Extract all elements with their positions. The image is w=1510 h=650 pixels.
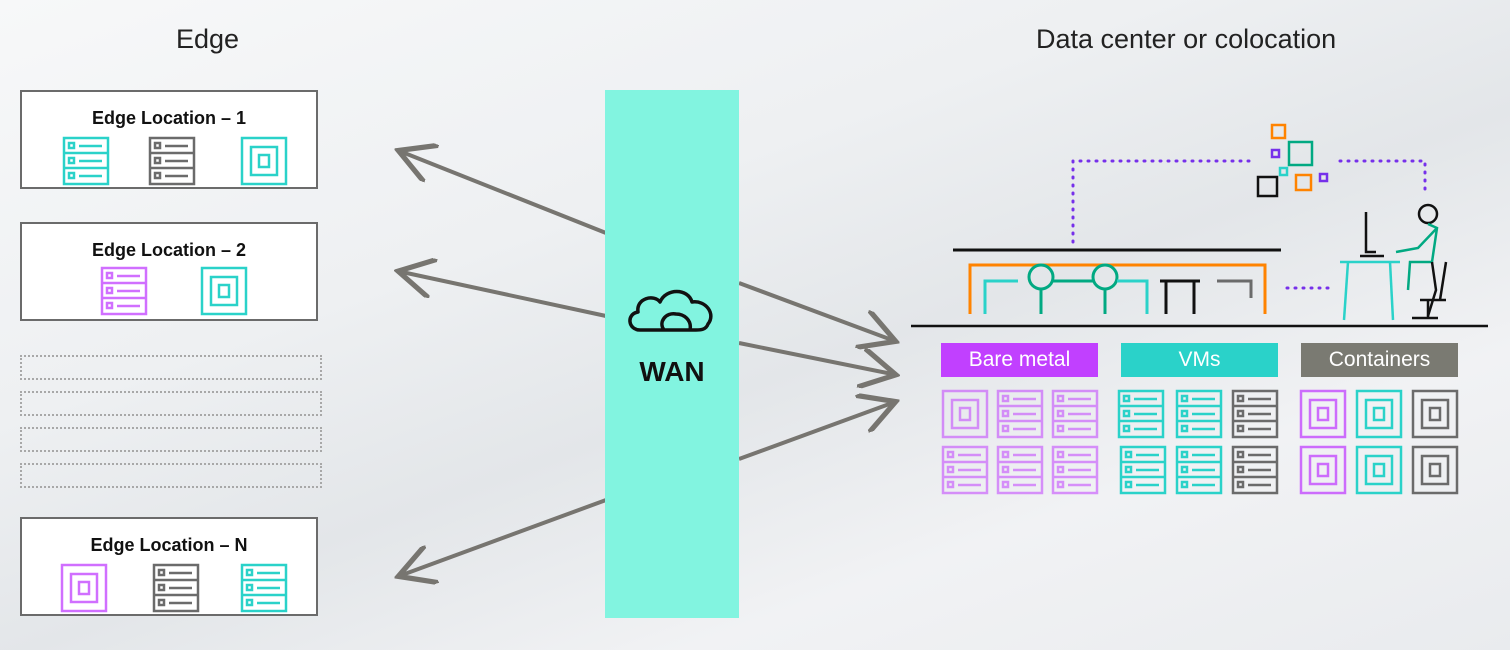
datacenter-heading: Data center or colocation: [1036, 24, 1337, 54]
server-icon: [996, 389, 1044, 439]
container-icon: [1299, 445, 1347, 495]
server-icon: [1051, 389, 1099, 439]
edge-heading: Edge: [176, 24, 240, 54]
edge-location-1-box: Edge Location – 1: [20, 90, 318, 189]
container-icon: [240, 136, 288, 186]
square-icon: [1270, 148, 1281, 159]
server-icon: [1117, 389, 1165, 439]
placeholder-location: [20, 391, 322, 416]
containers-label: Containers: [1301, 343, 1458, 377]
placeholder-location: [20, 427, 322, 452]
square-icon: [1294, 173, 1313, 192]
container-icon: [200, 266, 248, 316]
server-icon: [148, 136, 196, 186]
server-icon: [1231, 389, 1279, 439]
arrow-to-datacenter-2: [738, 341, 892, 374]
square-icon: [1287, 140, 1314, 167]
server-icon: [1175, 445, 1223, 495]
edge-location-2-title: Edge Location – 2: [91, 240, 247, 260]
square-icon: [1256, 175, 1279, 198]
wan-label: WAN: [639, 356, 705, 387]
square-icon: [1318, 172, 1329, 183]
server-icon: [996, 445, 1044, 495]
server-icon: [100, 266, 148, 316]
server-icon: [1231, 445, 1279, 495]
container-icon: [1355, 389, 1403, 439]
container-icon: [1411, 389, 1459, 439]
square-icon: [1278, 166, 1289, 177]
server-icon: [1175, 389, 1223, 439]
placeholder-location: [20, 355, 322, 380]
placeholder-location: [20, 463, 322, 488]
arrow-to-datacenter-1: [738, 281, 892, 340]
arrow-to-datacenter-3: [738, 403, 892, 461]
edge-location-n-box: Edge Location – N: [20, 517, 318, 616]
container-icon: [1299, 389, 1347, 439]
server-icon: [1051, 445, 1099, 495]
vms-label: VMs: [1121, 343, 1278, 377]
square-icon: [1270, 123, 1287, 140]
cloud-icon: [628, 289, 713, 332]
edge-location-n-title: Edge Location – N: [90, 535, 248, 555]
arrow-to-edge-n: [402, 498, 607, 575]
container-icon: [941, 389, 989, 439]
edge-location-1-title: Edge Location – 1: [91, 108, 247, 128]
arrow-to-edge-1: [402, 152, 607, 235]
container-icon: [1355, 445, 1403, 495]
server-icon: [62, 136, 110, 186]
container-icon: [60, 563, 108, 613]
server-icon: [240, 563, 288, 613]
bare-metal-label: Bare metal: [941, 343, 1098, 377]
container-icon: [1411, 445, 1459, 495]
arrow-to-edge-2: [402, 272, 607, 318]
server-icon: [1119, 445, 1167, 495]
wan-band: [605, 90, 739, 618]
edge-location-2-box: Edge Location – 2: [20, 222, 318, 321]
server-icon: [941, 445, 989, 495]
server-icon: [152, 563, 200, 613]
